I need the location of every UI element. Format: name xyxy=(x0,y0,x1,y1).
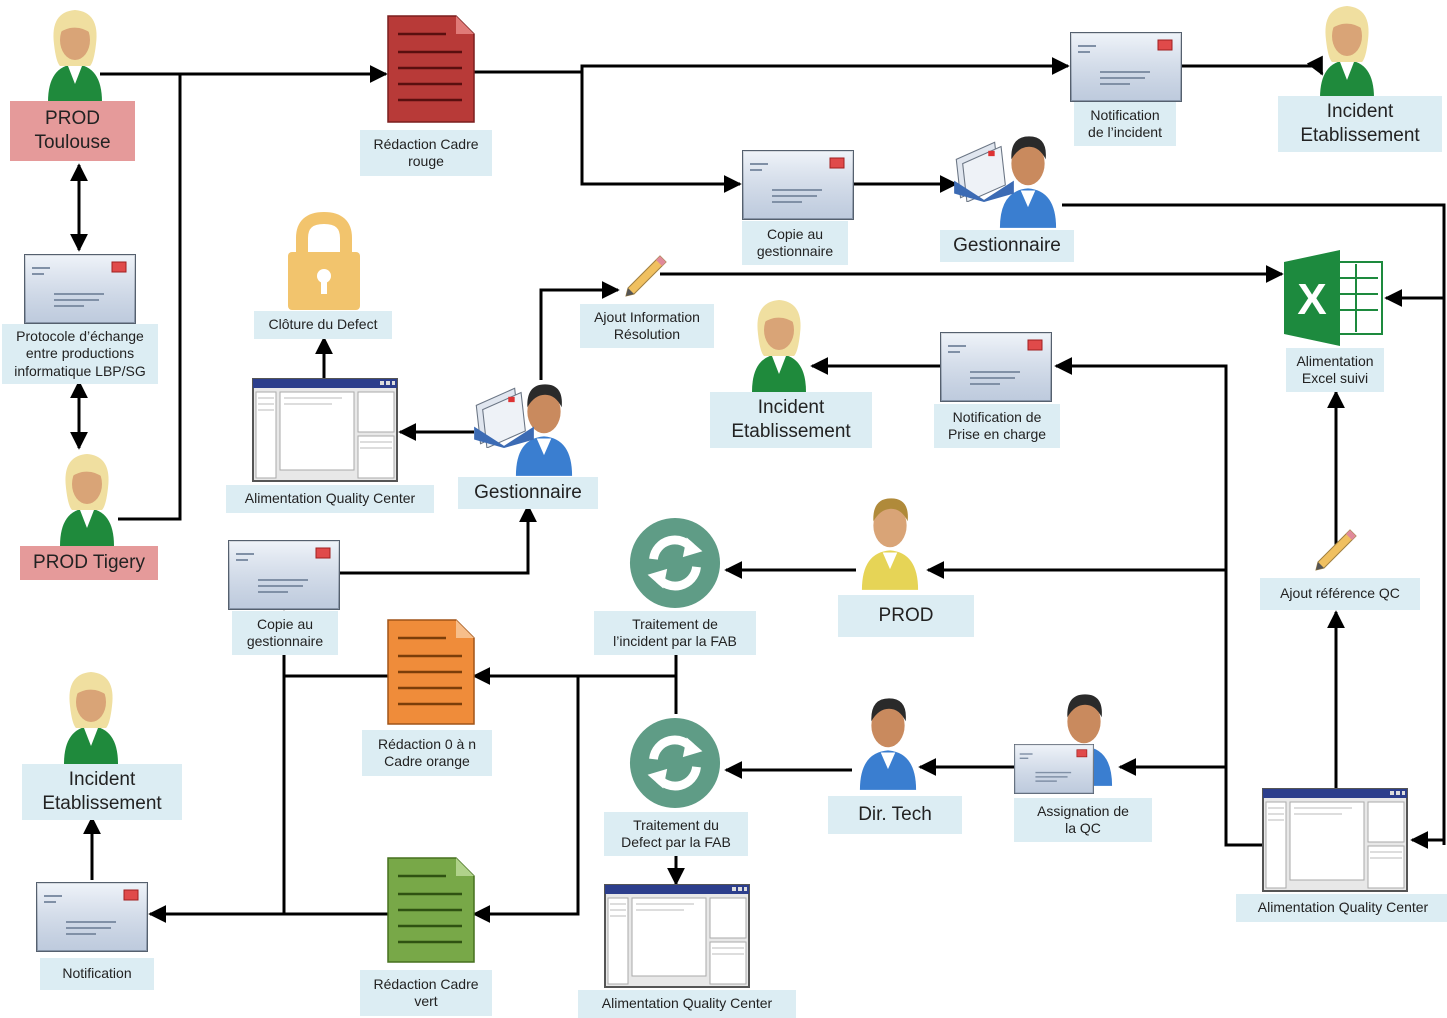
label-redaction-orange: Rédaction 0 à n Cadre orange xyxy=(362,730,492,776)
label-aqc-bottom: Alimentation Quality Center xyxy=(578,990,796,1018)
envelope-icon xyxy=(940,332,1052,402)
envelope-icon xyxy=(36,882,148,952)
sync-icon xyxy=(630,718,720,808)
excel-letter: X xyxy=(1297,275,1326,324)
label-notification-incident: Notification de l’incident xyxy=(1074,102,1176,146)
label-traitement-defect: Traitement du Defect par la FAB xyxy=(604,812,748,856)
label-aqc-right: Alimentation Quality Center xyxy=(1236,894,1447,922)
document-icon xyxy=(387,857,475,963)
label-incident-etab-bottom: Incident Etablissement xyxy=(22,764,182,820)
edge-tigery-redaction xyxy=(118,74,182,521)
edge-aqcright-rail xyxy=(1054,357,1262,847)
user-male-icon xyxy=(859,698,917,790)
pencil-icon xyxy=(625,255,667,297)
label-ajout-info: Ajout Information Résolution xyxy=(580,304,714,348)
application-window-icon xyxy=(604,884,750,988)
label-notif-prise: Notification de Prise en charge xyxy=(934,404,1060,448)
user-female-icon xyxy=(64,672,118,764)
label-cloture: Clôture du Defect xyxy=(254,311,392,339)
envelope-icon xyxy=(1014,744,1094,794)
envelope-icon xyxy=(742,150,854,220)
label-ajout-ref-qc: Ajout référence QC xyxy=(1260,578,1420,610)
label-traitement-incident: Traitement de l’incident par la FAB xyxy=(594,611,756,655)
label-prod-mid: PROD xyxy=(838,595,974,637)
edge-gestmid-pencil xyxy=(539,281,620,380)
letters-stack-icon xyxy=(473,387,535,448)
connectors xyxy=(70,55,1446,923)
label-prod-toulouse: PROD Toulouse xyxy=(10,101,135,161)
edge-split-copie xyxy=(580,72,742,193)
edge-copie-gestmid xyxy=(340,504,537,575)
label-incident-etab-top: Incident Etablissement xyxy=(1278,96,1442,152)
envelope-icon xyxy=(24,254,136,324)
label-incident-etab-mid: Incident Etablissement xyxy=(710,392,872,448)
edge-split-vert xyxy=(472,676,580,923)
envelope-icon xyxy=(228,540,340,610)
edge-redaction-split xyxy=(474,57,1070,75)
sync-icon xyxy=(630,518,720,608)
excel-icon: X xyxy=(1284,250,1383,346)
label-aqc-left: Alimentation Quality Center xyxy=(226,485,434,513)
letters-stack-icon xyxy=(953,141,1015,202)
user-female-icon xyxy=(60,454,114,546)
label-notification-bottom: Notification xyxy=(40,958,154,990)
label-redaction-rouge: Rédaction Cadre rouge xyxy=(360,130,492,176)
envelope-icon xyxy=(1070,32,1182,102)
padlock-icon xyxy=(288,211,360,310)
document-icon xyxy=(387,15,475,123)
user-female-icon xyxy=(752,300,806,392)
edge-traitement-orange xyxy=(472,652,678,685)
label-gestionnaire-top: Gestionnaire xyxy=(940,230,1074,262)
label-protocole: Protocole d’échange entre productions in… xyxy=(2,324,158,384)
application-window-icon xyxy=(252,378,398,482)
edge-gest-rail xyxy=(1062,203,1446,845)
label-copie-gest-top: Copie au gestionnaire xyxy=(742,221,848,265)
label-dir-tech: Dir. Tech xyxy=(828,796,962,834)
label-gestionnaire-mid: Gestionnaire xyxy=(458,477,598,509)
label-excel: Alimentation Excel suivi xyxy=(1286,348,1384,392)
user-female-icon xyxy=(1320,6,1374,98)
label-assignation: Assignation de la QC xyxy=(1014,798,1152,842)
user-female-icon xyxy=(48,10,102,102)
edge-notif-incident xyxy=(1182,55,1324,76)
label-redaction-vert: Rédaction Cadre vert xyxy=(360,970,492,1016)
document-icon xyxy=(387,619,475,725)
label-copie-gest-bottom: Copie au gestionnaire xyxy=(232,611,338,655)
application-window-icon xyxy=(1262,788,1408,892)
user-male-icon xyxy=(861,498,919,590)
label-prod-tigery: PROD Tigery xyxy=(20,546,158,580)
manager-with-letters-icon xyxy=(999,136,1057,228)
